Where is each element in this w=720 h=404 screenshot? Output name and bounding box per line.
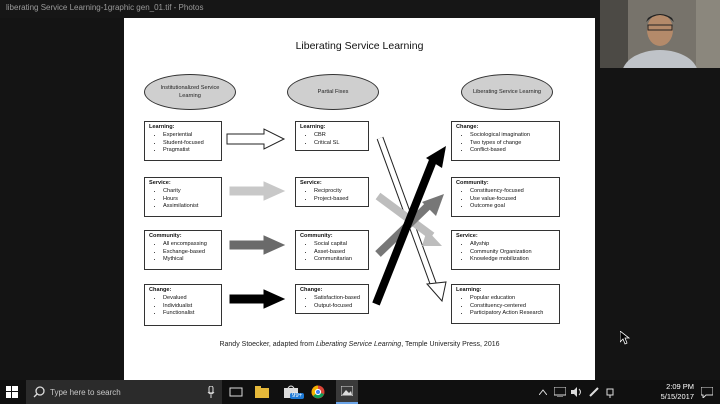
arrow-service-cross <box>375 192 442 246</box>
right-box-change: Change: Sociological imaginationTwo type… <box>451 121 560 161</box>
arrow-service <box>229 181 286 201</box>
column-header-right: Liberating Service Learning <box>461 74 553 110</box>
show-hidden-icons-chevron-up-icon[interactable] <box>538 386 548 398</box>
task-view-icon[interactable] <box>228 385 244 399</box>
action-center-icon[interactable] <box>700 385 714 399</box>
column-header-middle: Partial Fixes <box>287 74 379 110</box>
arrow-change <box>229 289 286 309</box>
window-title: liberating Service Learning-1graphic gen… <box>6 3 204 12</box>
photos-app-icon[interactable] <box>336 380 358 404</box>
left-box-learning: Learning: ExperientialStudent-focusedPra… <box>144 121 222 161</box>
chrome-icon[interactable] <box>310 384 326 400</box>
search-icon <box>33 386 45 398</box>
taskbar-clock[interactable]: 2:09 PM 5/15/2017 <box>661 382 694 402</box>
middle-box-community: Community: Social capitalAsset-basedComm… <box>295 230 369 270</box>
window-title-bar: liberating Service Learning-1graphic gen… <box>0 0 600 18</box>
network-icon[interactable] <box>554 386 566 398</box>
arrow-learning-cross <box>376 136 447 303</box>
right-box-service: Service: AllyshipCommunity OrganizationK… <box>451 230 560 270</box>
slide-image: Liberating Service Learning Institutiona… <box>124 18 595 380</box>
left-box-change: Change: DevaluedIndividualistFunctionali… <box>144 284 222 326</box>
arrow-learning <box>226 128 286 150</box>
pen-icon[interactable] <box>588 386 600 398</box>
notification-count-badge: 99+ <box>290 393 305 399</box>
search-placeholder: Type here to search <box>50 388 121 397</box>
file-explorer-icon[interactable] <box>254 385 270 399</box>
taskbar: Type here to search 99+ 2:09 PM 5/15/201… <box>0 380 720 404</box>
diagram-arrows <box>226 128 447 309</box>
middle-box-change: Change: Satisfaction-basedOutput-focused <box>295 284 369 314</box>
windows-start-icon[interactable] <box>4 385 20 399</box>
volume-icon[interactable] <box>571 386 583 398</box>
webcam-feed <box>600 0 720 68</box>
clock-time: 2:09 PM <box>666 382 694 391</box>
middle-box-learning: Learning: CBRCritical SL <box>295 121 369 151</box>
left-box-service: Service: CharityHoursAssimilationist <box>144 177 222 217</box>
arrow-change-cross <box>372 146 446 306</box>
right-box-community: Community: Constituency-focusedUse value… <box>451 177 560 217</box>
arrow-community <box>229 235 286 255</box>
right-box-learning: Learning: Popular educationConstituency-… <box>451 284 560 324</box>
presenter-video <box>600 0 720 68</box>
slide-credit: Randy Stoecker, adapted from Liberating … <box>219 341 500 348</box>
taskbar-search-box[interactable]: Type here to search <box>26 380 222 404</box>
microphone-icon[interactable] <box>207 386 215 398</box>
mouse-cursor-icon <box>620 331 630 345</box>
slide-title: Liberating Service Learning <box>295 40 424 52</box>
power-plug-icon[interactable] <box>604 386 616 398</box>
left-box-community: Community: All encompassingExchange-base… <box>144 230 222 270</box>
clock-date: 5/15/2017 <box>660 392 694 401</box>
column-header-left: Institutionalized Service Learning <box>144 74 236 110</box>
middle-box-service: Service: ReciprocityProject-based <box>295 177 369 207</box>
